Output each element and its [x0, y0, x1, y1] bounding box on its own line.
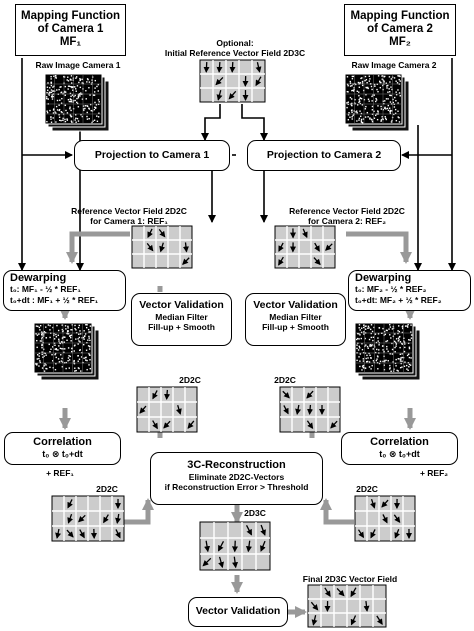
camera1-mapping-box: Mapping Function of Camera 1 MF₁ — [15, 4, 126, 56]
final-validation-box: Vector Validation — [188, 597, 288, 627]
final-validation-label: Vector Validation — [195, 605, 281, 617]
2d3c-label: 2D3C — [244, 508, 266, 518]
ref2-line2: for Camera 2: REF₂ — [308, 216, 386, 226]
raw-image-1-label: Raw Image Camera 1 — [35, 60, 121, 70]
correlation-1-box: Correlation t₀ ⊗ t₀+dt — [4, 432, 121, 465]
correlation2-expr: t₀ ⊗ t₀+dt — [379, 449, 420, 459]
projection2-label: Projection to Camera 2 — [266, 149, 382, 161]
dewarp2-line1: t₀: MF₂ - ½ * REF₂ — [355, 284, 427, 294]
correlation1-expr: t₀ ⊗ t₀+dt — [42, 449, 83, 459]
ref1-to-dewarp1-arrow — [66, 231, 130, 264]
camera2-title-line1: Mapping Function — [350, 10, 450, 22]
dewarp1-line1: t₀: MF₁ - ½ * REF₁ — [10, 284, 81, 294]
optional-to-projection2-arrow — [241, 104, 268, 141]
optional-to-projection1-arrow — [201, 104, 221, 141]
camera1-title-line1: Mapping Function — [20, 10, 120, 22]
dewarping-1-box: Dewarping t₀: MF₁ - ½ * REF₁ t₀+dt : MF₁… — [3, 270, 126, 311]
projection-camera-1-box: Projection to Camera 1 — [74, 140, 230, 171]
raw-image-2-label: Raw Image Camera 2 — [351, 60, 437, 70]
ref2-label: Reference Vector Field 2D2C for Camera 2… — [272, 206, 422, 226]
dewarping-2-box: Dewarping t₀: MF₂ - ½ * REF₂ t₀+dt: MF₂ … — [348, 270, 471, 311]
correlation2-title: Correlation — [370, 436, 429, 448]
validation1-line1: Median Filter — [155, 312, 208, 322]
2d2c-label-right-lower: 2D2C — [356, 484, 378, 494]
projection1-label: Projection to Camera 1 — [94, 149, 210, 161]
camera2-mapping-box: Mapping Function of Camera 2 MF₂ — [344, 4, 456, 56]
validation1-line2: Fill-up + Smooth — [148, 322, 215, 332]
reconstruction-box: 3C-Reconstruction Eliminate 2D2C-Vectors… — [150, 452, 323, 505]
vector-validation-1-box: Vector Validation Median Filter Fill-up … — [131, 293, 232, 346]
ref1-label: Reference Vector Field 2D2C for Camera 1… — [54, 206, 204, 226]
validation1-title: Vector Validation — [139, 299, 224, 311]
2d2c-label-left-upper: 2D2C — [179, 375, 201, 385]
validation2-line2: Fill-up + Smooth — [262, 322, 329, 332]
2d2c-right-to-reconstruction-arrow — [320, 498, 354, 525]
optional-line1: Optional: — [216, 38, 254, 48]
validation2-line1: Median Filter — [269, 312, 322, 322]
dewarp2-title: Dewarping — [355, 272, 412, 284]
ref2-line1: Reference Vector Field 2D2C — [289, 206, 405, 216]
correlation-2-box: Correlation t₀ ⊗ t₀+dt — [341, 432, 458, 465]
dewarp2-line2: t₀+dt: MF₂ + ½ * REF₂ — [355, 295, 442, 305]
validation2-title: Vector Validation — [253, 299, 338, 311]
2d2c-label-right-upper: 2D2C — [274, 375, 296, 385]
reconstruction-title: 3C-Reconstruction — [187, 459, 286, 471]
projection-camera-2-box: Projection to Camera 2 — [247, 140, 401, 171]
ref2-to-dewarp2-arrow — [346, 231, 412, 264]
camera1-title-line2: of Camera 1 — [37, 23, 104, 35]
camera2-mf: MF₂ — [389, 36, 411, 48]
camera2-title-line2: of Camera 2 — [367, 23, 433, 35]
reconstruction-line2: if Reconstruction Error > Threshold — [164, 482, 309, 492]
correlation2-ref: + REF₂ — [419, 468, 449, 478]
camera1-mf: MF₁ — [59, 36, 82, 48]
optional-label: Optional: Initial Reference Vector Field… — [150, 38, 320, 58]
2d2c-left-to-reconstruction-arrow — [122, 498, 154, 525]
ref1-line2: for Camera 1: REF₁ — [90, 216, 168, 226]
vector-validation-2-box: Vector Validation Median Filter Fill-up … — [245, 293, 346, 346]
final-field-label: Final 2D3C Vector Field — [302, 574, 398, 584]
reconstruction-line1: Eliminate 2D2C-Vectors — [188, 472, 285, 482]
2d2c-label-left-lower: 2D2C — [96, 484, 118, 494]
optional-line2: Initial Reference Vector Field 2D3C — [164, 48, 306, 58]
correlation1-title: Correlation — [33, 436, 92, 448]
dewarp1-title: Dewarping — [10, 272, 67, 284]
dewarp1-line2: t₀+dt : MF₁ + ½ * REF₁ — [10, 295, 99, 305]
ref1-line1: Reference Vector Field 2D2C — [71, 206, 187, 216]
correlation1-ref: + REF₁ — [46, 468, 74, 478]
